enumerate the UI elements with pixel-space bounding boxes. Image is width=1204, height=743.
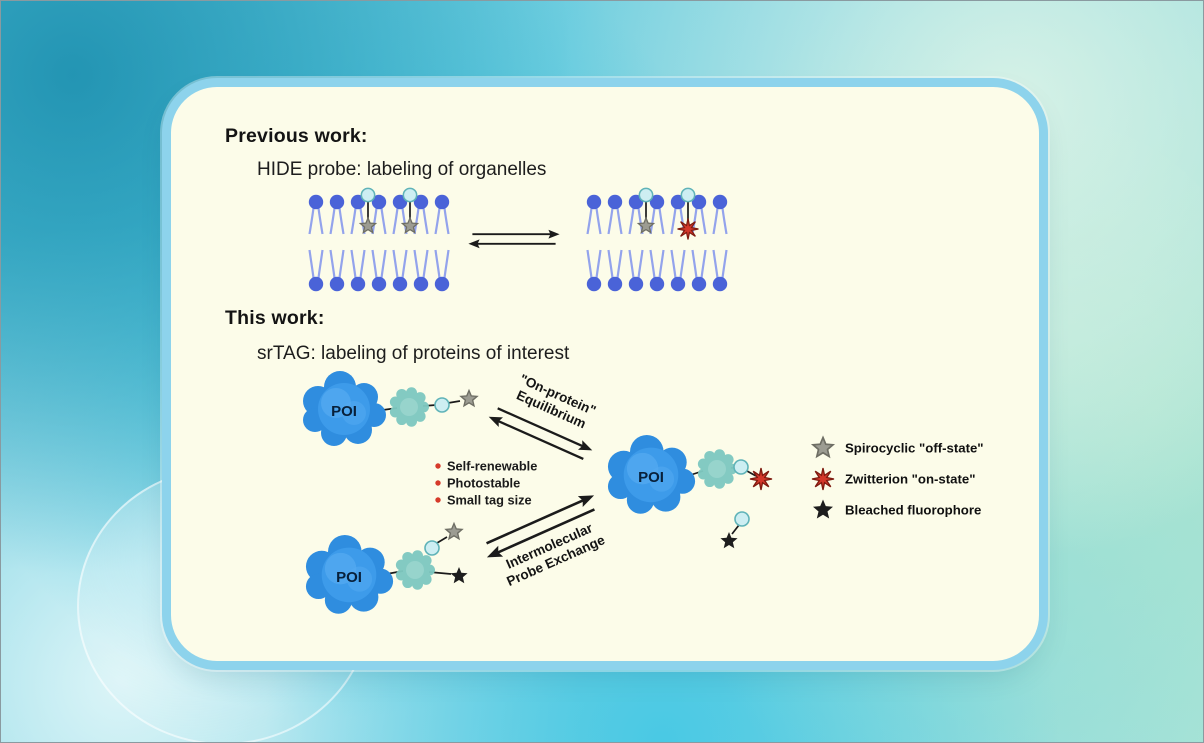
red-burst-icon [676,217,700,241]
gray-star-icon [460,389,478,407]
probe-head-icon [424,540,440,556]
hide-probe-on [676,187,700,241]
poi-complex-offstate: POI [303,371,478,446]
probe-head-icon [733,459,749,475]
membrane-equilibrium-figure [307,187,729,293]
legend: Spirocyclic "off-state" Zwitterion "on-s… [811,436,984,519]
probe-head-icon [638,187,654,203]
legend-label: Bleached fluorophore [845,503,981,518]
black-star-icon [813,499,833,519]
on-protein-equilibrium: "On-protein" Equilibrium [485,371,598,467]
this-work-heading: This work: [225,307,325,329]
srtag-icon [697,449,737,489]
bullet-icon [435,497,441,503]
previous-work-subtitle: HIDE probe: labeling of organelles [257,159,547,180]
hide-probe-off-1 [359,187,377,234]
srtag-icon [389,387,429,427]
poi-complex-exchange: POI [305,522,468,614]
legend-label: Zwitterion "on-state" [845,472,975,487]
feature-list: Self-renewable Photostable Small tag siz… [435,459,537,508]
bullet-icon [435,480,441,486]
equilibrium-arrows-icon [467,228,561,250]
previous-work-heading: Previous work: [225,125,368,147]
legend-label: Spirocyclic "off-state" [845,441,984,456]
srtag-icon [395,550,435,590]
black-star-icon [450,567,468,584]
red-burst-icon [749,467,773,491]
gray-star-icon [812,436,834,458]
hide-probe-off-3 [637,187,655,234]
feature-item: Self-renewable [447,459,537,474]
red-burst-icon [811,467,835,491]
poi-label: POI [336,569,362,586]
probe-head-icon [734,511,750,527]
poi-label: POI [638,469,664,486]
feature-item: Photostable [447,476,520,491]
probe-head-icon [360,187,376,203]
probe-head-icon [680,187,696,203]
lipid-bilayer-left [307,187,451,293]
abstract-card: Previous work: HIDE probe: labeling of o… [171,87,1039,661]
probe-head-icon [434,397,450,413]
gray-star-icon [445,522,463,540]
black-star-icon [720,532,738,549]
poi-complex-onstate: POI [607,435,773,514]
bleached-probe-free [720,511,750,549]
hide-probe-off-2 [401,187,419,234]
feature-item: Small tag size [447,493,532,508]
this-work-subtitle: srTAG: labeling of proteins of interest [257,343,570,364]
poi-label: POI [331,403,357,420]
srtag-diagram: POI "On-protein" Equilibrium Self-renewa… [303,371,984,614]
probe-head-icon [402,187,418,203]
bullet-icon [435,463,441,469]
lipid-bilayer-right [585,187,729,293]
